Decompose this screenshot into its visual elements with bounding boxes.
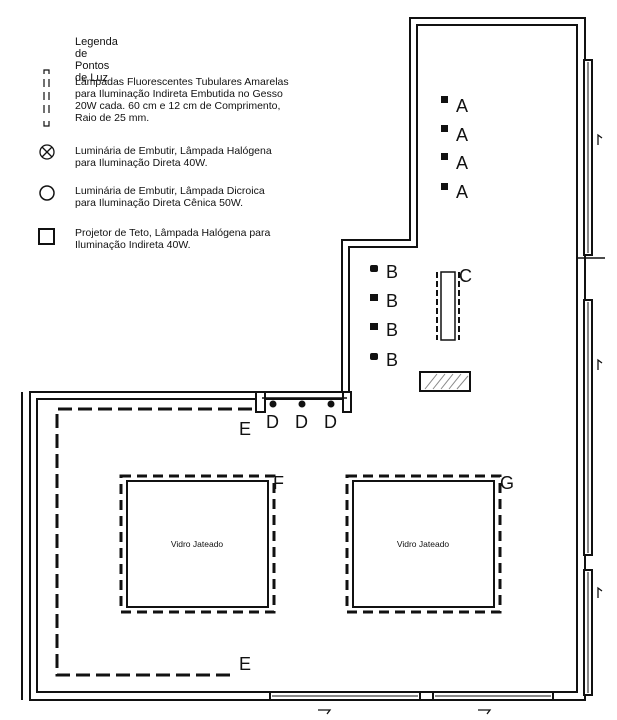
- fixtures-b-labels: B B B B: [386, 262, 398, 370]
- plan-label: B: [386, 350, 398, 370]
- frosted-glass-f: Vidro Jateado: [119, 474, 276, 614]
- label-e-bottom: E: [239, 654, 251, 674]
- plan-label: B: [386, 291, 398, 311]
- window-arrows: [597, 133, 603, 598]
- fixtures-b: [370, 265, 378, 360]
- plan-label: A: [456, 153, 468, 173]
- label-c: C: [459, 266, 472, 286]
- fixtures-a-labels: A A A A: [456, 96, 468, 202]
- bottom-windows: [269, 691, 554, 701]
- right-windows: [578, 59, 605, 696]
- legend-item-dichroic: Luminária de Embutir, Lâmpada Dicroica p…: [75, 185, 265, 209]
- legend-item-fluorescent: Lâmpadas Fluorescentes Tubulares Amarela…: [75, 76, 289, 124]
- plan-label: D: [324, 412, 337, 432]
- legend-item-ceiling-projector: Projetor de Teto, Lâmpada Halógena para …: [75, 227, 271, 251]
- frosted-glass-g: Vidro Jateado: [345, 474, 502, 614]
- bottom-window-arrows: [318, 709, 492, 715]
- hatched-element: [419, 371, 471, 392]
- plan-label: D: [295, 412, 308, 432]
- fixtures-d-labels: D D D: [266, 412, 337, 432]
- plan-label: A: [456, 125, 468, 145]
- plan-label: A: [456, 182, 468, 202]
- plan-label: A: [456, 96, 468, 116]
- plan-label: B: [386, 320, 398, 340]
- fixtures-d: [269, 400, 335, 408]
- label-f: F: [273, 473, 284, 493]
- legend-item-halogen-downlight: Luminária de Embutir, Lâmpada Halógena p…: [75, 145, 272, 169]
- wall-opening: [255, 391, 352, 413]
- tubular-fluorescent-icon: [43, 69, 50, 127]
- plan-label: D: [266, 412, 279, 432]
- square-icon: [38, 228, 55, 245]
- circle-icon: [39, 185, 55, 201]
- circle-x-icon: [39, 144, 55, 160]
- fixtures-a: [441, 96, 448, 190]
- legend-title: Legenda de Pontos de Luz: [75, 36, 118, 84]
- frosted-glass-g-label: Vidro Jateado: [397, 539, 450, 549]
- fixture-c: [436, 271, 460, 341]
- plan-label: B: [386, 262, 398, 282]
- frosted-glass-f-label: Vidro Jateado: [171, 539, 224, 549]
- label-g: G: [500, 473, 514, 493]
- fixture-e-perimeter: [55, 407, 252, 677]
- label-e-top: E: [239, 419, 251, 439]
